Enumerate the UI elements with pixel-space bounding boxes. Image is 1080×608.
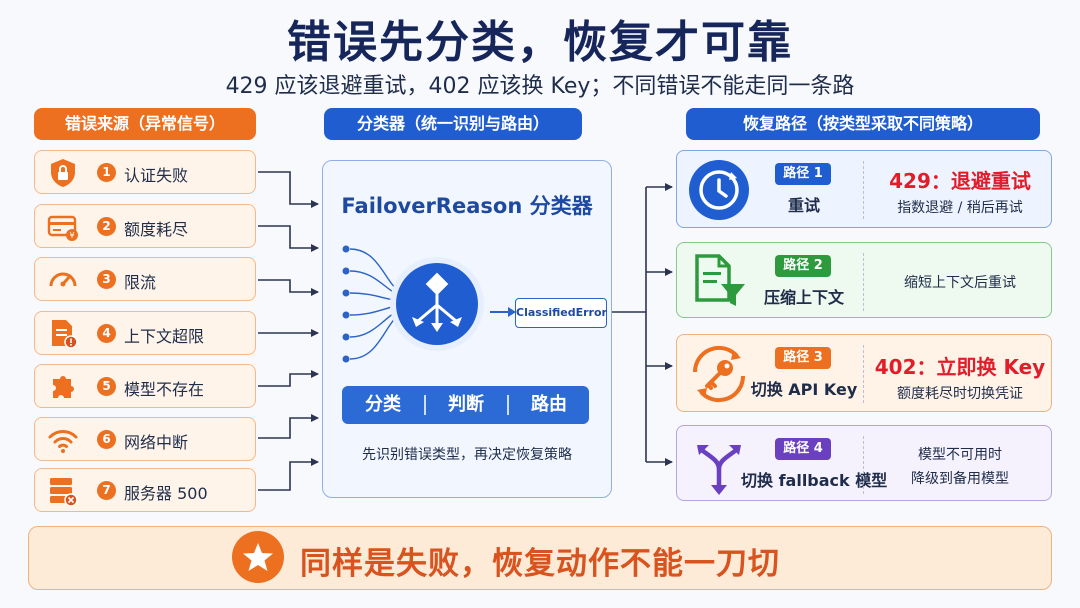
- source-number: 7: [97, 481, 116, 500]
- route-badge: 路径 1: [775, 163, 831, 185]
- source-number: 6: [97, 430, 116, 449]
- route-badge: 路径 2: [775, 255, 831, 277]
- connector-source-7: [258, 458, 319, 491]
- sources-header: 错误来源（异常信号）: [34, 108, 256, 140]
- step-judge: 判断: [448, 394, 484, 415]
- step-divider: [424, 395, 426, 415]
- classifier-steps: 分类 判断 路由: [342, 386, 589, 424]
- source-item-server-500: 7 服务器 500: [34, 468, 256, 512]
- source-number: 2: [97, 217, 116, 236]
- source-label: 限流: [124, 273, 157, 292]
- server-error-icon: [50, 478, 78, 507]
- svg-text:¥: ¥: [69, 231, 74, 240]
- connector-source-5: [258, 370, 319, 387]
- star-icon: [232, 531, 284, 583]
- fork-arrows-icon: [697, 445, 741, 495]
- credit-card-icon: ¥: [47, 215, 78, 241]
- route-highlight: 429：退避重试: [889, 169, 1031, 193]
- source-number: 5: [97, 377, 116, 396]
- key-swap-icon: [692, 345, 746, 403]
- wifi-icon: [48, 430, 78, 453]
- speedometer-icon: [49, 272, 77, 287]
- shield-lock-icon: [51, 159, 75, 187]
- source-number: 3: [97, 270, 116, 289]
- source-item-network: 6 网络中断: [34, 417, 256, 461]
- route-separator: [863, 253, 864, 311]
- route-description: 指数退避 / 稍后再试: [897, 200, 1023, 216]
- classified-error-box: ClassifiedError: [515, 298, 607, 328]
- connector-source-2: [258, 225, 319, 252]
- route-separator: [863, 161, 864, 219]
- puzzle-icon: [53, 376, 74, 398]
- source-label: 认证失败: [124, 166, 189, 185]
- bottom-banner-text: 同样是失败，恢复动作不能一刀切: [300, 546, 780, 582]
- source-item-quota: ¥ 2 额度耗尽: [34, 204, 256, 248]
- route-retry: 路径 1 重试 429：退避重试 指数退避 / 稍后再试: [676, 150, 1052, 228]
- source-label: 网络中断: [124, 433, 189, 452]
- route-highlight: 402：立即换 Key: [874, 355, 1046, 379]
- source-number: 1: [97, 163, 116, 182]
- route-description: 缩短上下文后重试: [904, 275, 1016, 291]
- routes-header: 恢复路径（按类型采取不同策略）: [686, 108, 1040, 140]
- route-compress-context: 路径 2 压缩上下文 缩短上下文后重试: [676, 242, 1052, 318]
- classifier-header: 分类器（统一识别与路由）: [324, 108, 582, 140]
- route-name: 压缩上下文: [763, 288, 844, 307]
- step-route: 路由: [531, 394, 567, 415]
- route-badge: 路径 3: [775, 347, 831, 369]
- route-switch-api-key: 路径 3 切换 API Key 402：立即换 Key 额度耗尽时切换凭证: [676, 334, 1052, 412]
- route-switch-fallback-model: 路径 4 切换 fallback 模型 模型不可用时 降级到备用模型: [676, 425, 1052, 501]
- route-description: 额度耗尽时切换凭证: [897, 386, 1023, 402]
- step-classify: 分类: [365, 394, 401, 415]
- source-label: 上下文超限: [124, 327, 205, 346]
- document-warning-icon: [52, 320, 78, 349]
- classifier-note: 先识别错误类型，再决定恢复策略: [362, 447, 572, 463]
- route-name: 切换 fallback 模型: [741, 471, 888, 490]
- connector-source-6: [258, 414, 319, 439]
- route-separator: [863, 436, 864, 494]
- connector-source-1: [258, 171, 319, 208]
- connector-output-trunk: [610, 187, 647, 462]
- classifier-title: FailoverReason 分类器: [341, 194, 593, 218]
- connector-source-3: [258, 279, 319, 296]
- source-item-context: 4 上下文超限: [34, 311, 256, 355]
- route-name: 重试: [787, 196, 820, 215]
- route-description-line-2: 降级到备用模型: [911, 471, 1009, 487]
- source-number: 4: [97, 324, 116, 343]
- route-badge: 路径 4: [775, 438, 831, 460]
- source-label: 服务器 500: [124, 484, 208, 503]
- route-separator: [863, 345, 864, 403]
- document-filter-icon: [695, 254, 745, 306]
- page-subtitle: 429 应该退避重试，402 应该换 Key；不同错误不能走同一条路: [225, 74, 855, 99]
- source-item-auth: 1 认证失败: [34, 150, 256, 194]
- bottom-banner: [28, 526, 1052, 590]
- source-label: 额度耗尽: [124, 220, 189, 239]
- step-divider: [507, 395, 509, 415]
- route-name: 切换 API Key: [750, 380, 858, 399]
- source-label: 模型不存在: [124, 380, 205, 399]
- clock-retry-icon: [689, 160, 749, 220]
- source-item-model-missing: 5 模型不存在: [34, 364, 256, 408]
- page-title: 错误先分类，恢复才可靠: [287, 17, 793, 68]
- source-item-rate-limit: 3 限流: [34, 257, 256, 301]
- route-description-line-1: 模型不可用时: [918, 447, 1002, 463]
- routing-diamond-icon: [342, 245, 516, 363]
